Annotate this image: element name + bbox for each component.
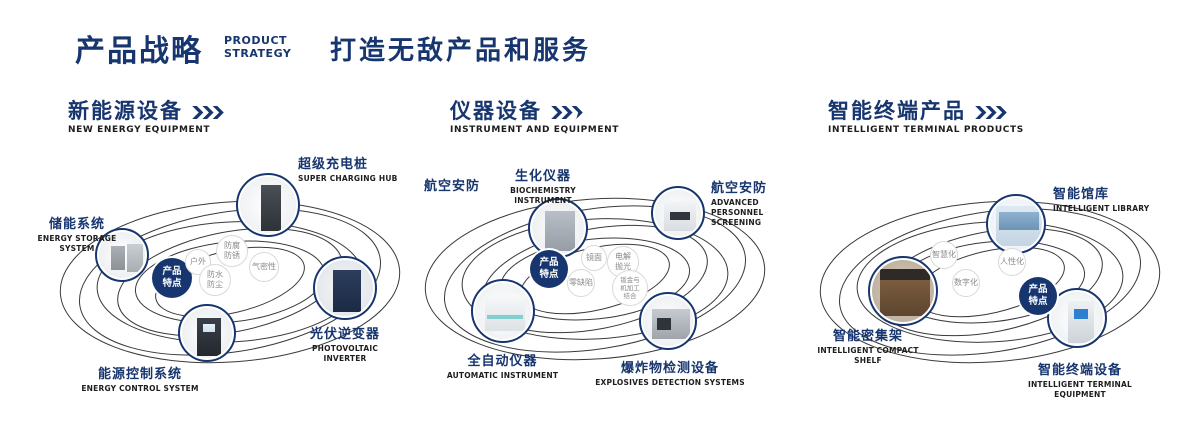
feature-bubble: 防腐防锈: [216, 235, 248, 267]
product-image-personnel-screening: [651, 186, 705, 240]
feature-bubble: 气密性: [249, 252, 279, 282]
product-label-automatic-instrument: 全自动仪器 AUTOMATIC INSTRUMENT: [446, 354, 559, 380]
terminal-equipment-photo: [1051, 292, 1103, 344]
section-new-energy: 新能源设备 NEW ENERGY EQUIPMENT: [38, 95, 430, 415]
product-image-energy-storage: [95, 228, 149, 282]
energy-storage-photo: [99, 232, 145, 278]
personnel-screening-photo: [655, 190, 701, 236]
product-image-terminal-equipment: [1047, 288, 1107, 348]
super-charging-hub-photo: [240, 177, 296, 233]
page-title-en: PRODUCT STRATEGY: [224, 34, 291, 60]
section-subtitle: INSTRUMENT AND EQUIPMENT: [450, 125, 619, 135]
product-image-photovoltaic-inverter: [313, 256, 377, 320]
product-label-intelligent-library: 智能馆库 INTELLIGENT LIBRARY: [1053, 187, 1150, 213]
product-features-badge: 产品特点: [1019, 277, 1057, 315]
photovoltaic-inverter-photo: [317, 260, 373, 316]
page-title: 产品战略: [75, 34, 203, 69]
biochemistry-photo: [532, 202, 584, 254]
product-label-energy-storage: 储能系统 ENERGY STORAGE SYSTEM: [37, 217, 117, 253]
chevron-right-icon: [975, 105, 1007, 119]
product-image-explosives-detection: [639, 292, 697, 350]
page-title-en-line1: PRODUCT: [224, 34, 288, 47]
chevron-right-icon: [192, 105, 224, 119]
product-image-super-charging-hub: [236, 173, 300, 237]
product-image-biochemistry: [528, 198, 588, 258]
energy-control-photo: [182, 308, 232, 358]
section-intelligent-terminal: 智能终端产品 INTELLIGENT TERMINAL PRODUCTS: [805, 95, 1195, 415]
feature-bubble: 防水防尘: [199, 264, 231, 296]
product-image-compact-shelf: [868, 256, 938, 326]
feature-bubble: 镜面: [581, 245, 607, 271]
compact-shelf-photo: [872, 260, 934, 322]
chevron-right-icon: [551, 105, 583, 119]
automatic-instrument-photo: [475, 283, 531, 339]
feature-bubble: 零缺陷: [567, 269, 595, 297]
section-title: 新能源设备: [68, 99, 183, 123]
section-title: 智能终端产品: [828, 99, 966, 123]
feature-bubble: 数字化: [952, 269, 980, 297]
intelligent-library-photo: [990, 198, 1042, 250]
tagline: 打造无敌产品和服务: [330, 36, 592, 66]
section-title: 仪器设备: [450, 99, 542, 123]
product-label-explosives-detection: 爆炸物检测设备 EXPLOSIVES DETECTION SYSTEMS: [595, 361, 745, 387]
feature-bubble: 钣金与机加工结合: [612, 270, 648, 306]
feature-bubble: 人性化: [998, 248, 1026, 276]
product-image-energy-control: [178, 304, 236, 362]
product-image-automatic-instrument: [471, 279, 535, 343]
product-label-biochemistry: 生化仪器 BIOCHEMISTRY INSTRUMENT: [510, 169, 576, 205]
product-label-photovoltaic-inverter: 光伏逆变器 PHOTOVOLTAIC INVERTER: [309, 327, 380, 363]
product-image-intelligent-library: [986, 194, 1046, 254]
product-label-super-charging-hub: 超级充电桩 SUPER CHARGING HUB: [298, 157, 398, 183]
product-features-badge: 产品特点: [530, 250, 568, 288]
page-title-en-line2: STRATEGY: [224, 47, 292, 61]
product-label-energy-control: 能源控制系统 ENERGY CONTROL SYSTEM: [81, 367, 199, 393]
section-subtitle: NEW ENERGY EQUIPMENT: [68, 125, 211, 135]
section-subtitle: INTELLIGENT TERMINAL PRODUCTS: [828, 125, 1024, 135]
label-aviation-security: 航空安防: [424, 179, 481, 194]
product-label-personnel-screening: 航空安防 ADVANCED PERSONNEL SCREENING: [711, 181, 768, 227]
explosives-detection-photo: [643, 296, 693, 346]
feature-bubble: 智慧化: [930, 241, 958, 269]
product-label-compact-shelf: 智能密集架 INTELLIGENT COMPACT SHELF: [817, 329, 919, 365]
section-instrument: 仪器设备 INSTRUMENT AND EQUIPMENT 航空安防: [415, 95, 805, 415]
product-label-terminal-equipment: 智能终端设备 INTELLIGENT TERMINAL EQUIPMENT: [1027, 363, 1133, 399]
